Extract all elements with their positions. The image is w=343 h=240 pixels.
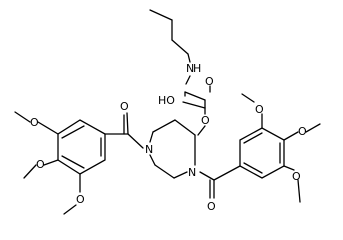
right-benzoyl	[199, 93, 321, 203]
structure-drawing: N H O HO O N N O O O O O O O O	[14, 9, 321, 215]
atom-label-left-carbonyl-o: O	[120, 100, 129, 113]
carbamate-group	[182, 75, 211, 136]
atom-label-piperazine-n4: N	[145, 143, 153, 156]
atom-label-nh-h: H	[193, 62, 201, 75]
atom-label-left-ome-mid: O	[36, 158, 45, 171]
molecule-diagram: N H O HO O N N O O O O O O O O	[14, 9, 321, 215]
left-benzoyl	[14, 111, 144, 215]
atom-label-right-ome-mid: O	[298, 125, 307, 138]
atom-label-carbonyl-o: O	[205, 75, 214, 88]
atom-label-ester-o: O	[201, 114, 210, 127]
atom-label-nh: N	[186, 62, 194, 75]
atom-label-left-ome-top: O	[30, 116, 39, 129]
atom-label-piperazine-n1: N	[188, 166, 196, 179]
butyl-chain	[149, 9, 191, 63]
atom-label-left-ome-bot: O	[76, 193, 85, 206]
atom-label-right-ome-top: O	[255, 103, 264, 116]
atom-label-right-ome-bot: O	[292, 170, 301, 183]
piperazine-ring	[149, 119, 196, 179]
atom-label-bottom-carbonyl-o: O	[207, 200, 216, 213]
atom-label-hydroxyl: HO	[158, 94, 175, 107]
